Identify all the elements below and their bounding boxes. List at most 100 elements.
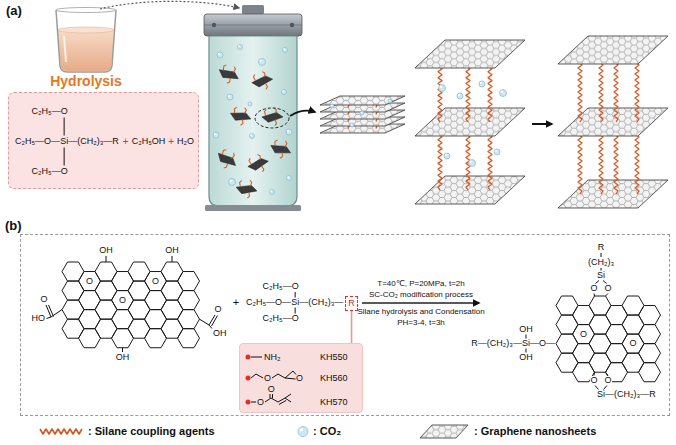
formula-text: C₂H₅—O xyxy=(32,107,68,116)
atom-label: O xyxy=(268,385,275,394)
carbonyl-label: O xyxy=(214,305,221,314)
condition-text: PH=3-4, t=3h xyxy=(397,319,445,327)
flake-chains xyxy=(264,108,278,127)
reactor-base xyxy=(205,205,301,211)
formula-text: Si xyxy=(60,137,68,146)
chemical-bond xyxy=(251,357,262,358)
bubble-highlight xyxy=(495,150,497,152)
flake-body xyxy=(269,143,292,157)
attachment-dot xyxy=(246,400,251,405)
chemical-bond xyxy=(594,294,596,297)
chemical-bond xyxy=(270,394,271,398)
flake-body xyxy=(217,67,240,83)
zoom-arrow xyxy=(290,111,315,116)
chemical-bond xyxy=(64,148,65,166)
reactor xyxy=(204,5,302,211)
condition-text: Silane hydrolysis and Condensation xyxy=(357,308,484,316)
reactor-body xyxy=(209,36,297,206)
formula-text: C₂H₅OH xyxy=(132,137,166,146)
chemical-bond xyxy=(106,256,107,262)
atom-label: O xyxy=(604,376,611,385)
epoxy-label: O xyxy=(629,339,636,348)
graphene-sheet xyxy=(558,108,668,136)
co2-bubble xyxy=(360,111,364,115)
co2-bubble xyxy=(439,85,446,92)
substituent-box: NH₂KH550OOKH560OOKH570 xyxy=(239,343,363,413)
chemical-bond xyxy=(122,348,123,352)
co2-bubble xyxy=(282,90,287,95)
chemical-bond xyxy=(251,374,263,378)
bubble-highlight xyxy=(361,112,362,113)
chemical-bond xyxy=(295,308,296,314)
chemical-bond xyxy=(601,253,602,257)
carbon-ring xyxy=(178,310,200,329)
bubble-highlight xyxy=(260,60,262,62)
epoxy-label: O xyxy=(152,277,159,286)
co2-bubble xyxy=(217,52,223,58)
hydroxyl-label: OH xyxy=(519,353,533,362)
bubble-highlight xyxy=(458,94,460,96)
legend-text: : Silane coupling agents xyxy=(88,426,215,437)
legend-sample xyxy=(40,429,82,434)
chemical-bond xyxy=(595,386,599,390)
co2-bubble xyxy=(457,93,463,99)
graphene-sheet xyxy=(415,176,525,204)
bubble-highlight xyxy=(300,428,303,431)
bubble-highlight xyxy=(287,130,289,132)
bubble-highlight xyxy=(283,48,285,50)
bubble-highlight xyxy=(440,86,442,88)
beaker-rim xyxy=(56,8,116,13)
chemical-bond xyxy=(285,394,291,398)
formula-text: C₂H₅—O— xyxy=(246,298,291,307)
lid-seam xyxy=(204,25,302,26)
graphene-sheet xyxy=(415,108,525,136)
formula-text: Si xyxy=(597,271,605,280)
graphene-oxide xyxy=(62,262,200,348)
bubble-highlight xyxy=(445,154,447,156)
panel-frame: (b)RNH₂KH550OOKH560OOKH570 xyxy=(20,234,670,416)
carbon-ring xyxy=(639,344,661,363)
co2-bubble xyxy=(388,99,392,103)
chemical-bond xyxy=(47,317,52,319)
formula-text: Si xyxy=(522,339,530,348)
chemical-bond xyxy=(285,378,296,379)
formula-text: R xyxy=(598,243,605,252)
chemical-bond xyxy=(212,316,218,327)
liquid-surface xyxy=(58,27,115,33)
carbon-ring xyxy=(178,329,200,348)
formula-text: H₂O xyxy=(177,137,194,146)
amine-label: NH₂ xyxy=(264,353,281,362)
chemical-bond xyxy=(271,398,278,402)
formula-text: C₂H₅—O xyxy=(263,282,299,291)
co2-bubble xyxy=(227,94,233,100)
graphene-flake xyxy=(213,146,240,172)
flake-chains xyxy=(238,179,252,198)
bubble-highlight xyxy=(228,95,230,97)
carbon-ring xyxy=(178,272,200,291)
modified-stack xyxy=(558,36,668,208)
chemical-bond xyxy=(272,374,285,378)
formula-text: Si xyxy=(597,390,605,399)
flake-chains xyxy=(253,71,269,91)
graphene-sheet-base xyxy=(415,108,525,136)
condition-text: T=40℃, P=20MPa, t=2h xyxy=(377,280,464,288)
bubble-highlight xyxy=(480,82,482,84)
co2-bubble xyxy=(213,132,219,138)
hydroxyl-label: OH xyxy=(99,246,113,255)
carbon-ring xyxy=(639,363,661,382)
carbon-ring xyxy=(639,306,661,325)
bubble-highlight xyxy=(331,105,332,106)
bubble-highlight xyxy=(389,100,390,101)
flake-body xyxy=(236,184,258,195)
plus-sign: + xyxy=(123,137,129,147)
chemical-bond xyxy=(200,319,210,325)
epoxy-label: O xyxy=(580,330,587,339)
silane-chain xyxy=(40,429,82,434)
expanded-stack xyxy=(415,40,525,204)
flake-chains xyxy=(219,63,236,84)
legend-text: : Graphene nanosheets xyxy=(474,426,596,437)
hydroxyl-label: OH xyxy=(116,353,130,362)
co2-bubble xyxy=(330,104,334,108)
epoxy-label: O xyxy=(86,277,93,286)
formula-text: —(CH₂)₃—R xyxy=(68,137,119,146)
